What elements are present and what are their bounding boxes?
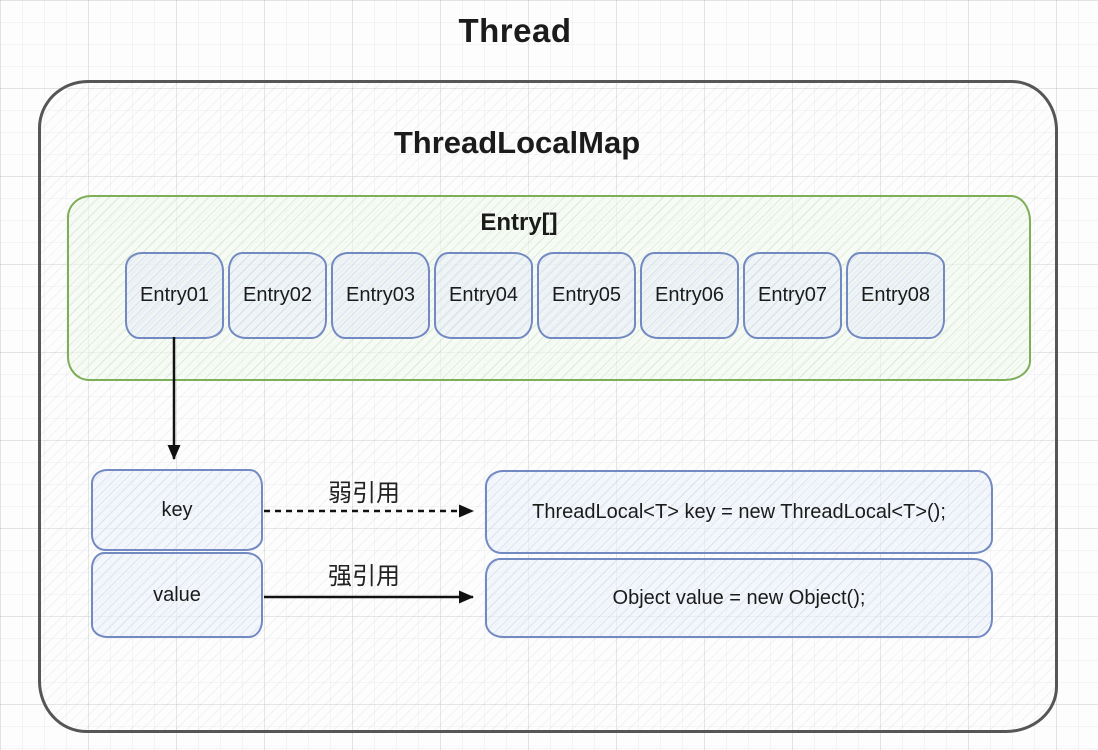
threadlocalmap-title: ThreadLocalMap	[393, 125, 641, 160]
entry-box-06: Entry06	[640, 252, 739, 339]
entry-box-03: Entry03	[331, 252, 430, 339]
key-box: key	[91, 469, 263, 551]
weak-reference-label: 弱引用	[328, 480, 400, 507]
entry-box-08: Entry08	[846, 252, 945, 339]
entry-box-07: Entry07	[743, 252, 842, 339]
entry-box-05: Entry05	[537, 252, 636, 339]
entry-array-title: Entry[]	[480, 209, 558, 236]
thread-title: Thread	[458, 12, 572, 49]
entry-box-02: Entry02	[228, 252, 327, 339]
threadlocal-code-box: ThreadLocal<T> key = new ThreadLocal<T>(…	[485, 470, 993, 554]
entry-array-container: Entry[] Entry01 Entry02 Entry03 Entry04 …	[67, 195, 1031, 381]
object-code-box: Object value = new Object();	[485, 558, 993, 638]
entry-box-04: Entry04	[434, 252, 533, 339]
value-box: value	[91, 552, 263, 638]
entry-row: Entry01 Entry02 Entry03 Entry04 Entry05 …	[125, 252, 945, 339]
strong-reference-label: 强引用	[328, 563, 400, 590]
entry-box-01: Entry01	[125, 252, 224, 339]
thread-container: ThreadLocalMap Entry[] Entry01 Entry02 E…	[38, 80, 1058, 733]
